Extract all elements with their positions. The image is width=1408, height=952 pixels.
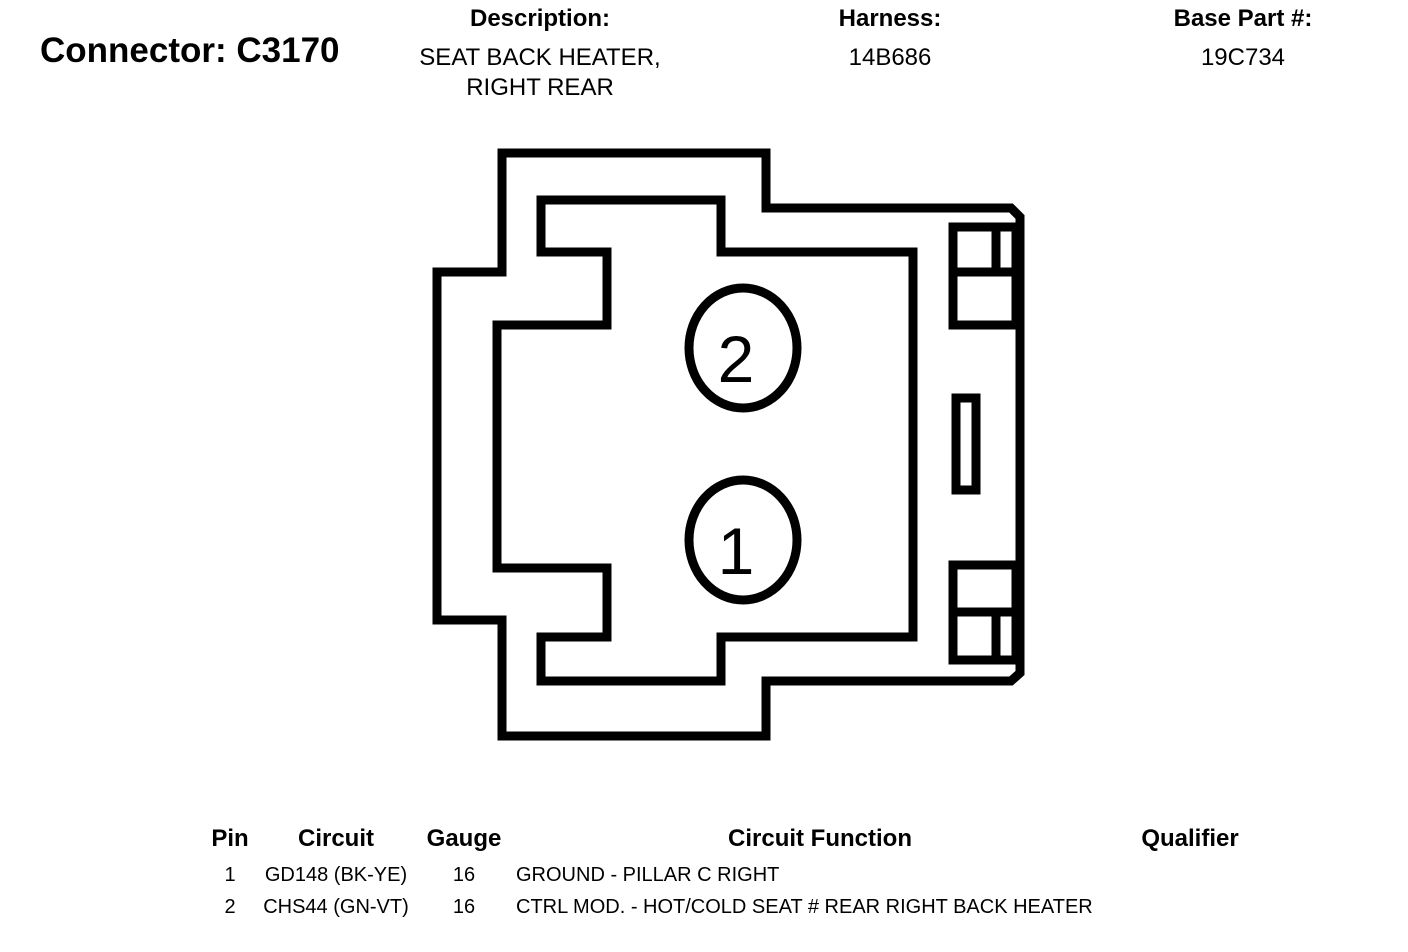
description-line-2: RIGHT REAR [466, 74, 614, 101]
description-label: Description: [469, 5, 610, 32]
base-part-value: 19C734 [1200, 44, 1286, 71]
connector-outer-housing [432, 148, 1025, 741]
row-circuit: GD148 (BK-YE) [264, 864, 408, 886]
pin-2-label: 2 [718, 322, 755, 396]
table-header-pin: Pin [211, 825, 249, 852]
row-pin: 1 [224, 864, 236, 886]
latch-middle-tab [951, 393, 981, 495]
connector-title: Connector: C3170 [40, 31, 340, 70]
base-part-label: Base Part #: [1173, 5, 1313, 32]
table-header-circuit: Circuit [297, 825, 374, 852]
row-gauge: 16 [452, 896, 476, 918]
description-value: SEAT BACK HEATER, RIGHT REAR [380, 43, 700, 103]
pin-1-label: 1 [718, 514, 755, 588]
table-header-gauge: Gauge [426, 825, 502, 852]
harness-label: Harness: [838, 5, 942, 32]
table-header-qualifier: Qualifier [1141, 825, 1239, 852]
connector-face-diagram: 2 1 [432, 148, 1025, 741]
row-gauge: 16 [452, 864, 476, 886]
table-header-circuit-function: Circuit Function [728, 825, 912, 852]
row-circuit-function: CTRL MOD. - HOT/COLD SEAT # REAR RIGHT B… [516, 896, 1093, 918]
row-circuit-function: GROUND - PILLAR C RIGHT [516, 864, 780, 886]
pin-2-circle [684, 283, 802, 413]
connector-inner-cavity [492, 195, 918, 686]
harness-value: 14B686 [848, 44, 932, 71]
description-line-1: SEAT BACK HEATER, [419, 44, 661, 71]
row-pin: 2 [224, 896, 236, 918]
pin-1-circle [684, 475, 802, 605]
row-circuit: CHS44 (GN-VT) [263, 896, 409, 918]
